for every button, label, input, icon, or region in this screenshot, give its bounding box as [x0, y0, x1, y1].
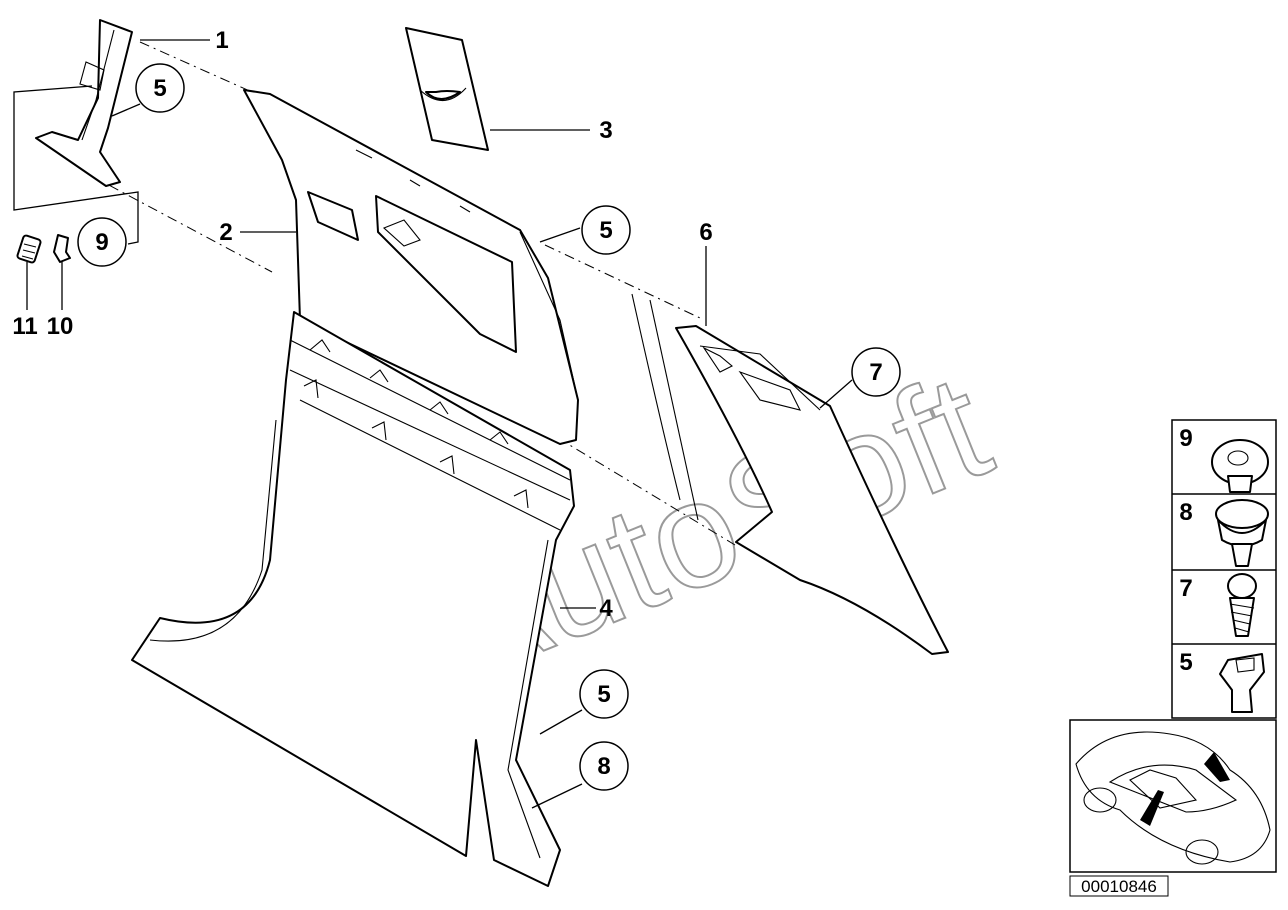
push-clip-icon	[1215, 499, 1269, 567]
legend-label-8: 8	[1179, 499, 1192, 526]
part-4-lower-panel	[131, 311, 575, 887]
callout-10: 10	[47, 313, 74, 340]
part-1-pillar-trim	[35, 19, 133, 187]
part-10-clip	[53, 234, 71, 263]
part-3-handle-cover	[405, 27, 489, 151]
car-locator-thumbnail	[1069, 719, 1277, 873]
callout-5b: 5	[599, 217, 612, 244]
callouts: 1 5 2 3 9 11 10 5 6 7 4 5 8	[12, 27, 901, 791]
reference-number-box: 00010846	[1069, 875, 1169, 897]
callout-3: 3	[599, 117, 612, 144]
part-11-grommet	[16, 234, 42, 264]
clip-nut-icon	[1219, 653, 1265, 713]
assembly-lines	[89, 41, 736, 546]
rivet-with-screw-icon	[1211, 439, 1269, 493]
legend-label-9: 9	[1179, 425, 1192, 452]
callout-9: 9	[95, 229, 108, 256]
part-2-upper-panel	[243, 89, 579, 445]
callout-6: 6	[699, 219, 712, 246]
callout-9-circle	[77, 217, 127, 267]
callout-1: 1	[215, 27, 228, 54]
screw-icon	[1227, 573, 1257, 637]
callout-11: 11	[12, 313, 37, 340]
callout-5c-circle	[579, 669, 629, 719]
callout-2: 2	[219, 219, 232, 246]
part-6-side-trim	[631, 293, 949, 655]
callout-7: 7	[869, 359, 882, 386]
legend-label-7: 7	[1179, 575, 1192, 602]
callout-7-circle	[851, 347, 901, 397]
callout-8: 8	[597, 753, 610, 780]
legend-label-5: 5	[1179, 649, 1192, 676]
callout-8-circle	[579, 741, 629, 791]
callout-4: 4	[599, 595, 613, 622]
fastener-legend: 9 8 7 5	[1171, 419, 1277, 719]
reference-number: 00010846	[1081, 877, 1157, 896]
callout-5a: 5	[153, 75, 166, 102]
leader-lines	[111, 39, 853, 809]
callout-5a-circle	[135, 63, 185, 113]
callout-5c: 5	[597, 681, 610, 708]
callout-5b-circle	[581, 205, 631, 255]
